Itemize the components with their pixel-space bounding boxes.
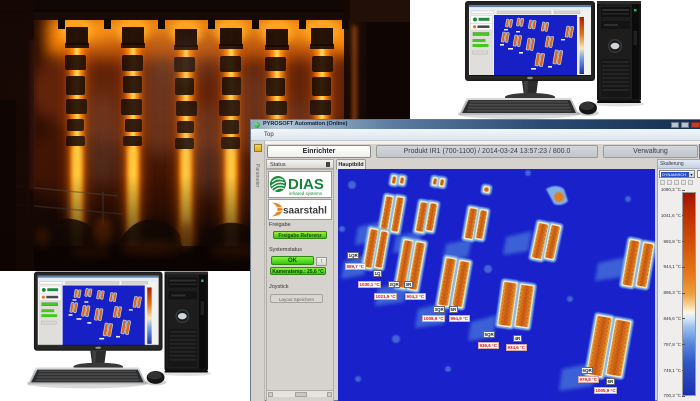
svg-text:DIAS: DIAS <box>288 176 324 193</box>
svg-text:saarstahl: saarstahl <box>283 206 327 217</box>
svg-text:infrared systems: infrared systems <box>289 191 323 196</box>
